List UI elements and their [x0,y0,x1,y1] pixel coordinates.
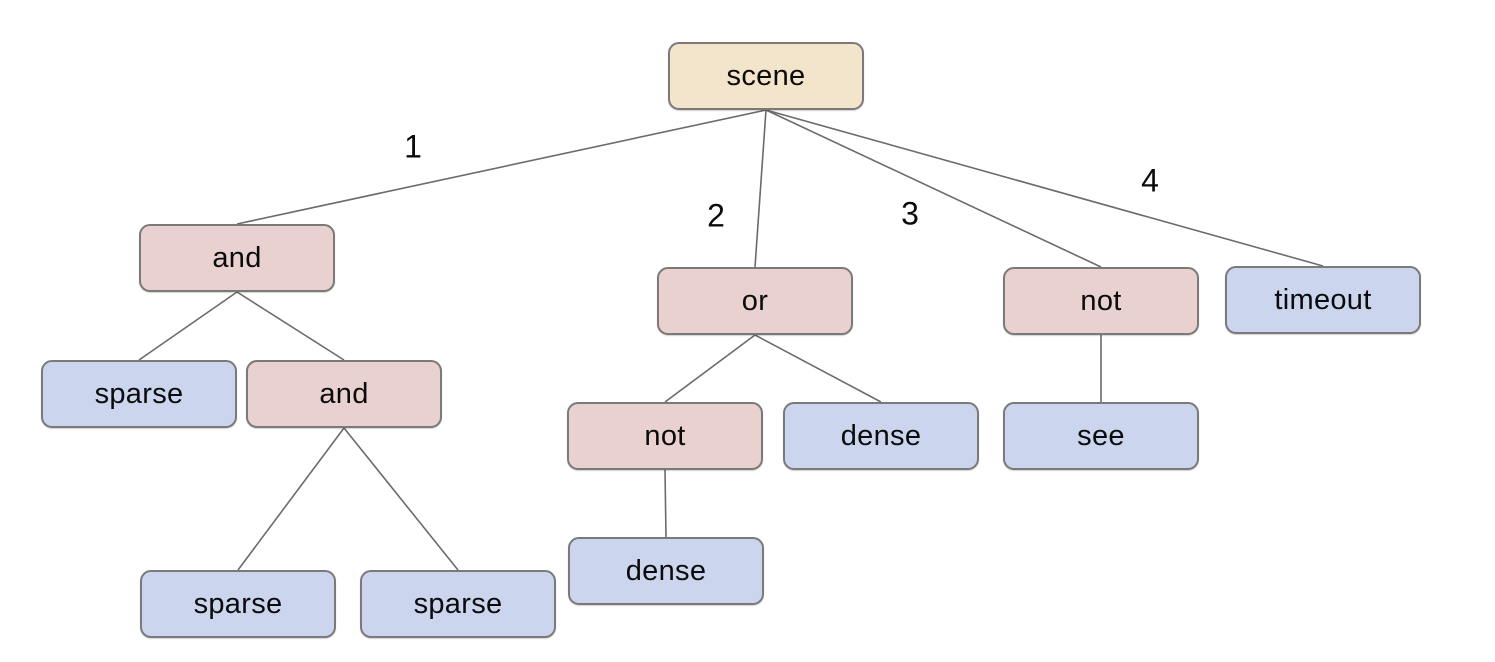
tree-node-see-l3: see [1003,402,1199,470]
edge-not-l3-to-dense-l4 [664,469,667,538]
tree-node-label: sparse [94,377,184,410]
edge-and-l2-to-sparse-l3-left [138,291,238,361]
edge-scene-to-and-l2 [236,109,767,225]
tree-node-label: or [741,284,769,317]
tree-node-not-l2: not [1003,267,1199,335]
tree-node-sparse-l3-left: sparse [41,360,237,428]
tree-node-sparse-l4-left: sparse [140,570,336,638]
tree-node-and-l3: and [246,360,442,428]
tree-node-label: and [319,377,369,410]
edge-label-2: 2 [707,197,725,234]
tree-node-label: and [212,241,262,274]
tree-node-and-l2: and [139,224,335,292]
edge-scene-to-timeout-l2 [765,109,1324,267]
tree-node-label: timeout [1274,283,1372,316]
tree-node-scene: scene [668,42,864,110]
edge-and-l3-to-sparse-l4-left [237,427,345,571]
tree-node-label: not [1080,284,1122,317]
edge-and-l2-to-and-l3 [236,291,345,361]
tree-node-label: not [644,419,686,452]
tree-node-or-l2: or [657,267,853,335]
edge-label-1: 1 [404,128,422,165]
edge-or-l2-to-dense-l3 [754,334,882,403]
edge-and-l3-to-sparse-l4-right [343,427,459,571]
edge-or-l2-to-not-l3 [664,334,756,403]
tree-node-label: dense [840,419,922,452]
tree-node-not-l3: not [567,402,763,470]
tree-node-label: scene [726,59,806,92]
edge-scene-to-not-l2 [765,109,1102,268]
edge-label-3: 3 [901,195,919,232]
tree-node-label: see [1077,419,1125,452]
tree-node-dense-l3: dense [783,402,979,470]
tree-node-label: dense [625,554,707,587]
tree-node-label: sparse [193,587,283,620]
edge-scene-to-or-l2 [754,109,767,268]
tree-node-dense-l4: dense [568,537,764,605]
tree-node-timeout-l2: timeout [1225,266,1421,334]
edge-label-4: 4 [1141,162,1159,199]
tree-node-sparse-l4-right: sparse [360,570,556,638]
tree-node-label: sparse [413,587,503,620]
